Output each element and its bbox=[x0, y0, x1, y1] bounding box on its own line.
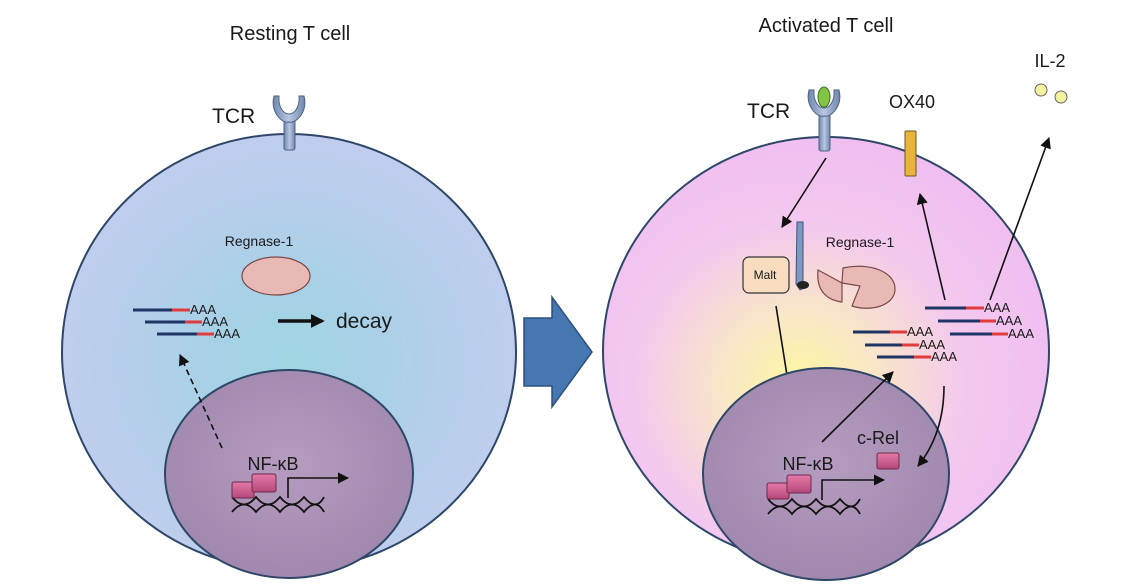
resting-dna-helix bbox=[231, 495, 325, 514]
polya-tail-label: AAA bbox=[907, 324, 933, 339]
tcr-to-malt-arrow bbox=[781, 157, 827, 228]
resting-nfkb-box bbox=[251, 473, 277, 493]
resting-tcr-label: TCR bbox=[212, 105, 255, 128]
resting-tcr-receptor bbox=[272, 95, 306, 151]
ox40-label: OX40 bbox=[889, 92, 935, 112]
resting-nfkb-box bbox=[231, 481, 255, 499]
polya-tail-label: AAA bbox=[190, 302, 216, 317]
activated-tcr-label: TCR bbox=[747, 100, 790, 123]
ox40-receptor bbox=[904, 130, 917, 177]
polya-tail-label: AAA bbox=[202, 314, 228, 329]
polya-tail-label: AAA bbox=[984, 300, 1010, 315]
antigen-peptide bbox=[817, 86, 831, 108]
resting-regnase-label: Regnase-1 bbox=[225, 233, 294, 249]
malt-label: Malt bbox=[754, 268, 777, 282]
il2-label: IL-2 bbox=[1034, 51, 1065, 71]
resting-regnase-protein bbox=[241, 256, 311, 296]
activated-nfkb-box bbox=[766, 482, 790, 500]
resting-title: Resting T cell bbox=[230, 23, 350, 45]
activated-transcription-arrow bbox=[821, 474, 886, 500]
polya-tail-label: AAA bbox=[214, 326, 240, 341]
malt-protein bbox=[742, 256, 790, 294]
polya-tail-label: AAA bbox=[1008, 326, 1034, 341]
activated-mrna-upper: AAA AAA AAA bbox=[925, 300, 1034, 341]
polya-tail-label: AAA bbox=[931, 349, 957, 364]
resting-mrna-group: AAA AAA AAA bbox=[133, 302, 240, 341]
il2-particle bbox=[1054, 90, 1068, 104]
regnase-fragment bbox=[817, 269, 843, 303]
transcription-dashed-arrow bbox=[179, 353, 223, 449]
decay-label: decay bbox=[336, 310, 393, 333]
transition-arrow bbox=[523, 294, 593, 410]
activated-tcr-receptor bbox=[807, 89, 841, 152]
polya-tail-label: AAA bbox=[996, 313, 1022, 328]
activated-mrna-lower: AAA AAA AAA bbox=[853, 324, 957, 364]
activated-nucleus bbox=[702, 367, 950, 581]
resting-nfkb-label: NF-κB bbox=[248, 454, 299, 474]
mrna-to-il2-arrow bbox=[989, 136, 1051, 301]
resting-panel: Resting T cell TCR Regnase-1 AAA bbox=[61, 23, 517, 579]
crel-label: c-Rel bbox=[857, 428, 899, 448]
activated-regnase-label: Regnase-1 bbox=[826, 234, 895, 250]
activated-dna-helix bbox=[767, 497, 861, 516]
malt-cleavage-tip bbox=[797, 281, 809, 289]
crel-protein bbox=[876, 452, 900, 470]
activated-nfkb-label: NF-κB bbox=[783, 454, 834, 474]
activated-panel: Activated T cell IL-2 OX40 TCR Regnase-1… bbox=[602, 15, 1068, 581]
polya-tail-label: AAA bbox=[919, 337, 945, 352]
mrna-to-crel-arrow bbox=[917, 385, 945, 467]
activated-title: Activated T cell bbox=[759, 15, 894, 37]
il2-particle bbox=[1034, 83, 1048, 97]
activated-nfkb-box bbox=[786, 474, 812, 494]
nfkb-to-mrna-arrow bbox=[821, 371, 894, 443]
regnase-fragment bbox=[841, 265, 896, 309]
resting-transcription-arrow bbox=[287, 472, 350, 498]
mrna-to-ox40-arrow bbox=[916, 192, 946, 301]
resting-nucleus bbox=[164, 369, 414, 579]
